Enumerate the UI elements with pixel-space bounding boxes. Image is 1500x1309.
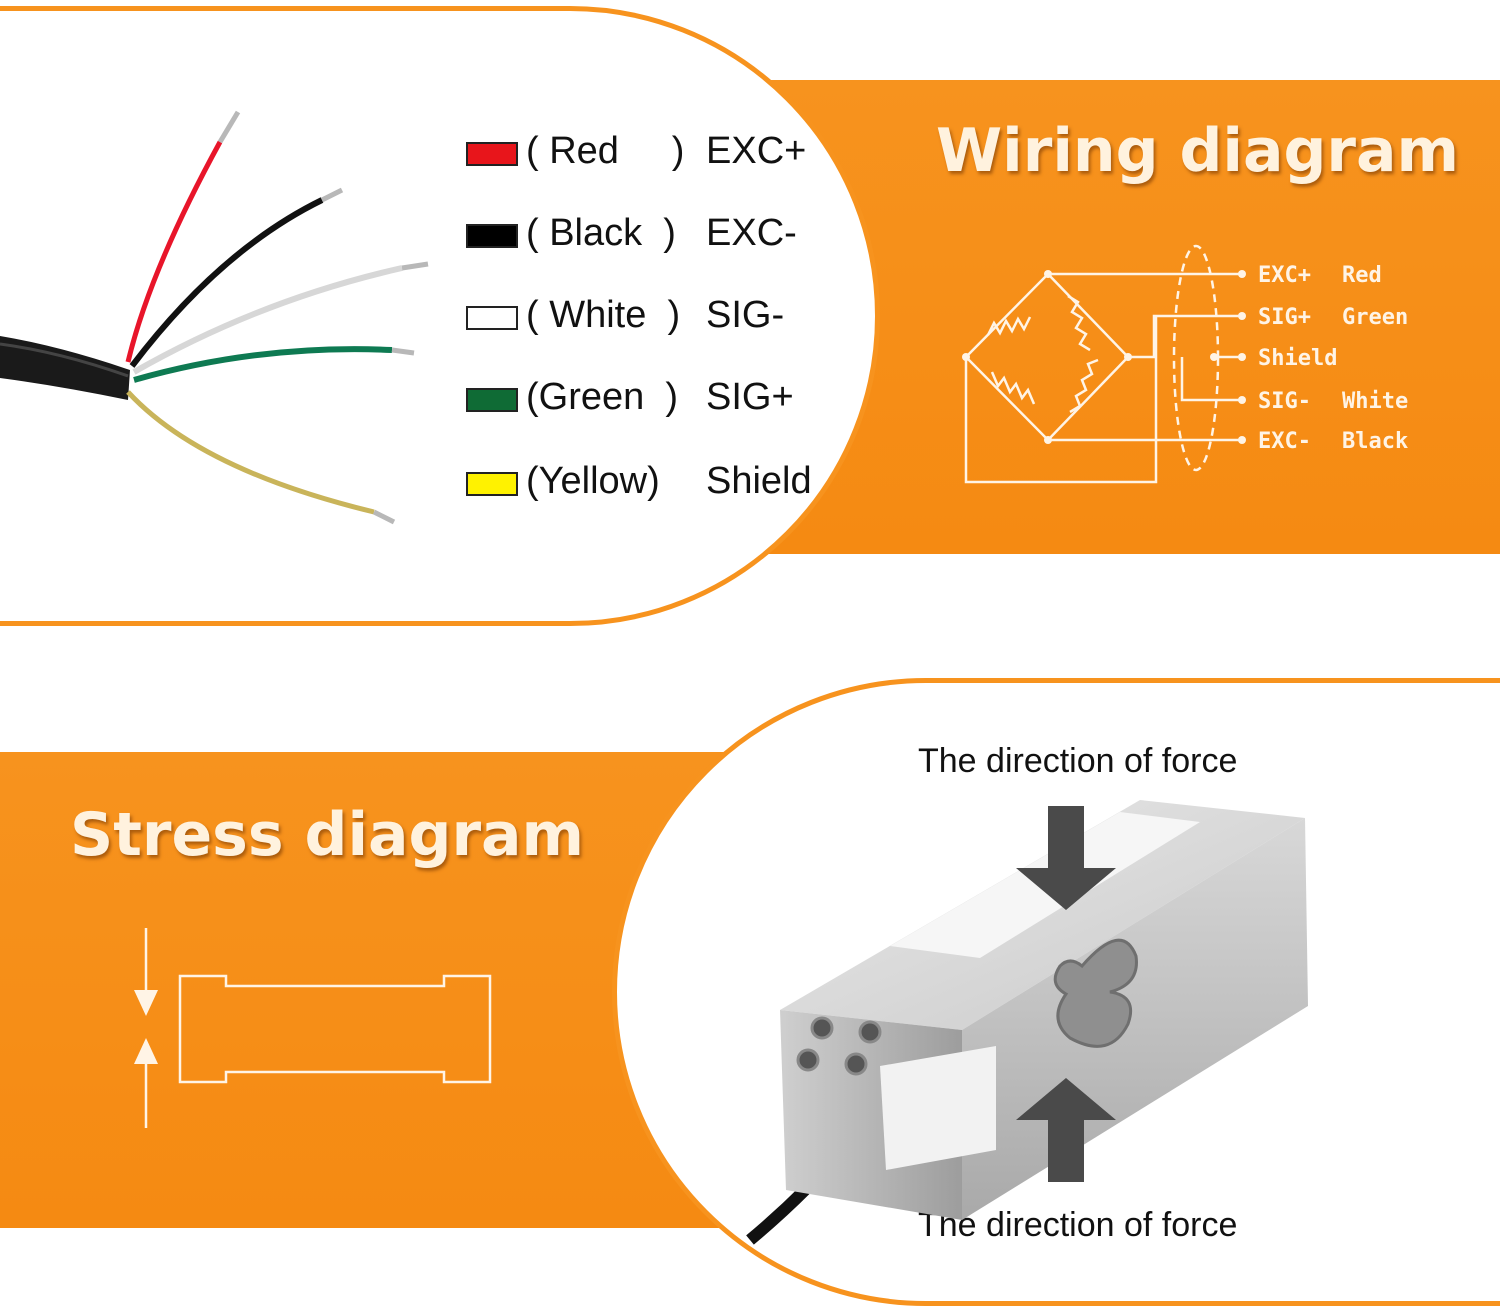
stress-diagram-title: Stress diagram — [70, 800, 585, 870]
force-arrow-up-icon — [1016, 1078, 1116, 1182]
force-arrow-down-icon — [1016, 806, 1116, 910]
legend-signal: EXC- — [706, 212, 797, 254]
legend-signal: SIG- — [706, 294, 785, 336]
legend-signal: EXC+ — [706, 130, 807, 172]
legend-signal: Shield — [706, 460, 812, 502]
cable-wires-illustration — [0, 110, 429, 525]
stress-beam-outline — [134, 928, 492, 1128]
force-direction-label-top: The direction of force — [918, 742, 1238, 780]
legend-row-red: ( Red ) EXC+ — [466, 128, 846, 188]
terminal-color: White — [1342, 389, 1408, 414]
swatch-black — [466, 224, 518, 248]
legend-color-name: ( White ) — [526, 294, 681, 336]
terminal-color: Black — [1342, 429, 1408, 454]
legend-row-white: ( White ) SIG- — [466, 292, 846, 352]
legend-row-yellow: (Yellow) Shield — [466, 458, 846, 518]
legend-signal: SIG+ — [706, 376, 794, 418]
terminal-signal: SIG+ — [1258, 305, 1311, 330]
legend-row-black: ( Black ) EXC- — [466, 210, 846, 270]
swatch-yellow — [466, 472, 518, 496]
legend-color-name: ( Red ) — [526, 130, 685, 172]
swatch-white — [466, 306, 518, 330]
terminal-signal: EXC- — [1258, 429, 1311, 454]
arrow-down-icon — [134, 990, 158, 1016]
wiring-diagram-title: Wiring diagram — [936, 116, 1460, 186]
legend-color-name: ( Black ) — [526, 212, 676, 254]
swatch-green — [466, 388, 518, 412]
swatch-red — [466, 142, 518, 166]
legend-color-name: (Yellow) — [526, 460, 660, 502]
terminal-color: Red — [1342, 263, 1382, 288]
terminal-signal: Shield — [1258, 346, 1337, 371]
wheatstone-bridge-schematic: EXC+ Red SIG+ Green Shield SIG- White EX… — [962, 244, 1408, 484]
load-cell-illustration — [746, 800, 1308, 1245]
terminal-signal: SIG- — [1258, 389, 1311, 414]
wiring-white-panel — [0, 6, 880, 626]
terminal-signal: EXC+ — [1258, 263, 1311, 288]
legend-color-name: (Green ) — [526, 376, 679, 418]
terminal-color: Green — [1342, 305, 1408, 330]
legend-row-green: (Green ) SIG+ — [466, 374, 846, 434]
arrow-up-icon — [134, 1038, 158, 1064]
